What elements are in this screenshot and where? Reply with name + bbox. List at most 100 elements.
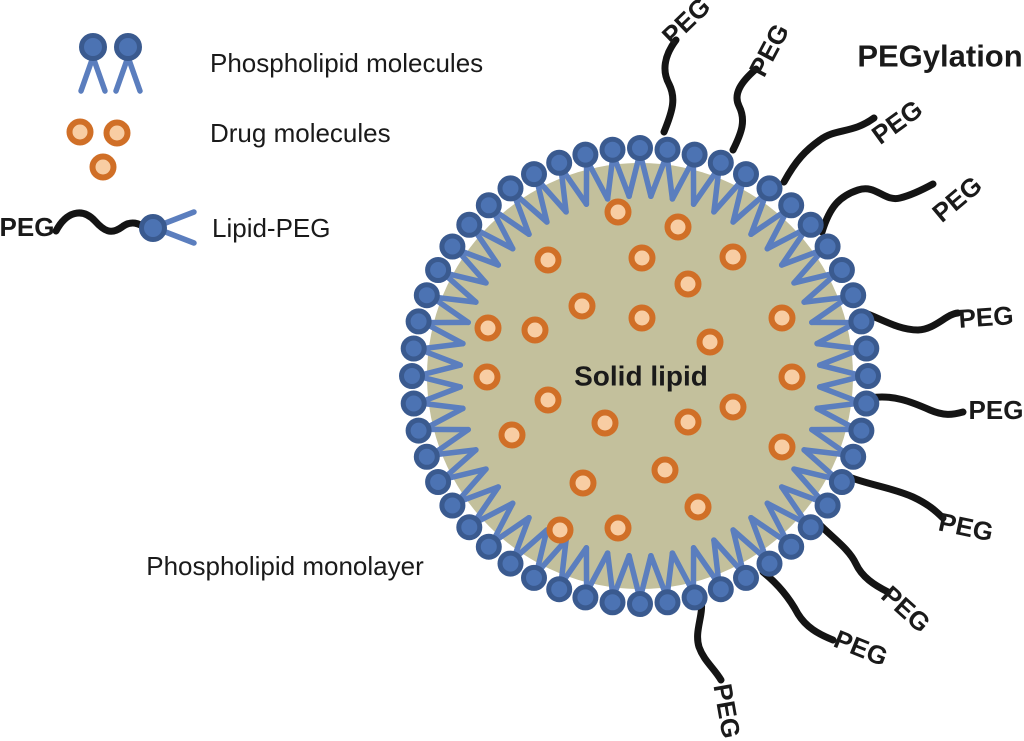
phospholipid-tail	[113, 54, 131, 94]
phospholipid-head	[400, 335, 427, 362]
drug-molecule	[628, 304, 656, 332]
drug-molecule	[719, 243, 747, 271]
peg-chain-label: PEG	[926, 170, 987, 228]
nanoparticle: Solid lipid	[399, 135, 881, 617]
drug-molecule	[696, 328, 724, 356]
peg-chain	[814, 519, 892, 596]
drug-molecule	[534, 386, 562, 414]
phospholipid-head	[797, 514, 824, 541]
drug-molecule	[103, 119, 131, 147]
phospholipid-head	[439, 492, 466, 519]
solid-lipid-label: Solid lipid	[574, 361, 708, 392]
peg-chain	[858, 308, 962, 334]
phospholipid-tail	[78, 54, 96, 94]
phospholipid-head	[828, 257, 855, 283]
phospholipid-head	[840, 282, 867, 309]
drug-molecule	[89, 153, 117, 181]
drug-molecule	[66, 118, 94, 146]
phospholipid-head	[139, 214, 167, 242]
pegylation-title: PEGylation	[857, 39, 1022, 74]
phospholipid-head	[599, 136, 626, 163]
drug-molecule	[664, 213, 692, 241]
drug-molecule	[778, 363, 806, 391]
drug-molecule	[569, 469, 597, 497]
phospholipid-head	[756, 175, 783, 202]
phospholipid-head	[475, 192, 502, 219]
drug-molecule	[474, 314, 502, 342]
phospholipid-tail	[125, 54, 143, 94]
phospholipid-head	[797, 211, 824, 238]
phospholipid-head	[456, 514, 483, 541]
drug-molecule	[568, 292, 596, 320]
drug-molecule	[628, 244, 656, 272]
drug-molecule	[719, 393, 747, 421]
phospholipid-head	[413, 282, 440, 309]
phospholipid-head	[546, 149, 573, 176]
peg-chain-label: PEG	[958, 300, 1015, 334]
drug-molecule	[684, 493, 712, 521]
phospholipid-head	[654, 589, 681, 616]
phospholipid-head	[733, 161, 759, 188]
phospholipid-head	[413, 443, 440, 470]
phospholipid-head	[425, 257, 452, 283]
phospholipid-head	[572, 141, 599, 168]
phospholipid-head	[425, 469, 452, 495]
phospholipid-head	[654, 136, 681, 163]
phospholipid-tail	[160, 228, 197, 246]
drug-molecule	[521, 316, 549, 344]
legend-label-phospholipid: Phospholipid molecules	[210, 48, 483, 78]
phospholipid-head	[814, 492, 841, 519]
phospholipid-head	[853, 390, 880, 417]
phospholipid-head-ring	[399, 135, 881, 617]
phospholipid-head	[778, 533, 805, 560]
peg-chain-label: PEG	[743, 19, 795, 82]
drug-molecule	[768, 433, 796, 461]
phospholipid-head	[497, 550, 524, 577]
drug-molecule	[674, 270, 702, 298]
phospholipid-head	[521, 161, 547, 188]
phospholipid-molecules-symbol	[78, 33, 143, 94]
legend-peg-tag: PEG	[0, 212, 54, 242]
peg-chain	[780, 114, 878, 186]
peg-chain-label: PEG	[707, 681, 746, 740]
phospholipid-head	[627, 591, 653, 617]
drug-molecules-symbol	[66, 118, 131, 181]
drug-molecule	[591, 409, 619, 437]
drug-molecule	[473, 363, 501, 391]
phospholipid-head	[814, 233, 841, 260]
phospholipid-head	[848, 417, 875, 444]
peg-chain	[845, 473, 947, 522]
peg-chain	[729, 65, 760, 154]
peg-chain	[818, 180, 937, 236]
phospholipid-head	[733, 564, 759, 591]
phospholipid-head	[627, 135, 653, 161]
phospholipid-head	[599, 589, 626, 616]
peg-chain	[866, 393, 967, 418]
peg-chain	[52, 209, 151, 235]
peg-chain-label: PEG	[830, 624, 892, 672]
legend: Phospholipid molecules Drug molecules PE…	[0, 33, 483, 246]
phospholipid-head	[399, 363, 425, 389]
phospholipid-head	[405, 308, 432, 335]
lipid-peg-symbol: PEG	[0, 209, 197, 246]
peg-chain	[694, 596, 725, 684]
peg-chain	[660, 36, 680, 136]
phospholipid-head	[855, 363, 881, 389]
phospholipid-head	[546, 576, 573, 603]
phospholipid-tail	[90, 54, 108, 94]
drug-molecule	[604, 514, 632, 542]
phospholipid-head	[756, 550, 783, 577]
drug-molecule	[651, 456, 679, 484]
encapsulated-drug-molecules	[473, 198, 806, 544]
phospholipid-monolayer-label: Phospholipid monolayer	[146, 551, 424, 581]
drug-molecule	[604, 198, 632, 226]
drug-molecule	[498, 421, 526, 449]
phospholipid-head	[114, 33, 142, 61]
phospholipid-head	[681, 141, 708, 168]
phospholipid-head	[456, 211, 483, 238]
phospholipid-head	[853, 335, 880, 362]
peg-chain-label: PEG	[656, 0, 716, 51]
phospholipid-head	[439, 233, 466, 260]
